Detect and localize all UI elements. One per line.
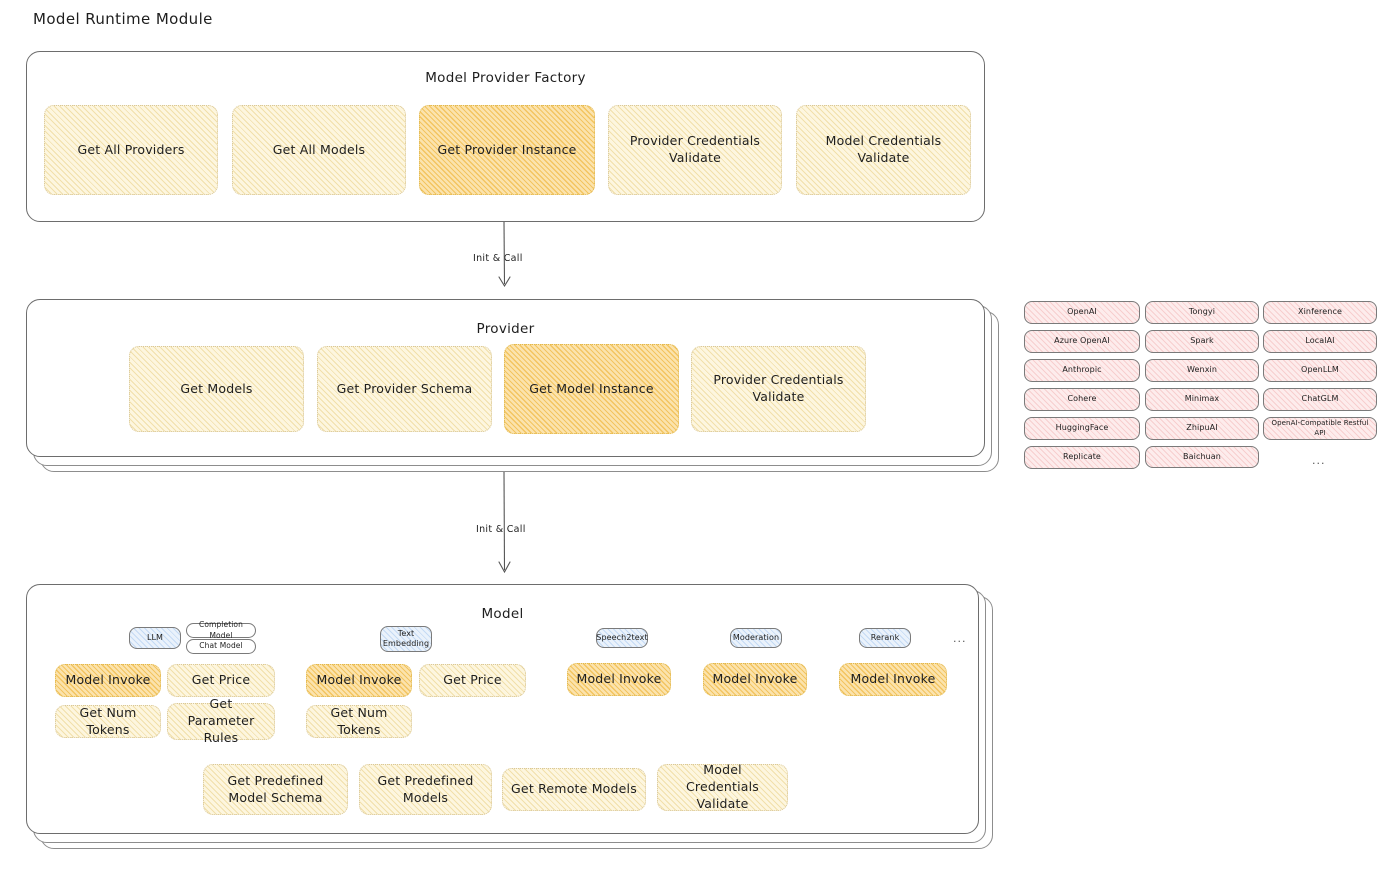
arrow-label-init-and-call-2: Init & Call xyxy=(473,523,529,536)
provider-chip-tongyi[interactable]: Tongyi xyxy=(1145,301,1259,324)
provider-box-get-model-instance[interactable]: Get Model Instance xyxy=(504,344,679,434)
model-box-get-remote-models[interactable]: Get Remote Models xyxy=(502,768,646,811)
provider-chip-openai[interactable]: OpenAI xyxy=(1024,301,1140,324)
provider-chip-spark[interactable]: Spark xyxy=(1145,330,1259,353)
provider-chip-baichuan[interactable]: Baichuan xyxy=(1145,446,1259,468)
page-title: Model Runtime Module xyxy=(33,10,213,28)
model-box-llm-model-invoke[interactable]: Model Invoke xyxy=(55,664,161,697)
model-badge-moderation[interactable]: Moderation xyxy=(730,628,782,648)
model-box-text-embedding-get-num-tokens[interactable]: Get Num Tokens xyxy=(306,705,412,738)
model-box-text-embedding-model-invoke[interactable]: Model Invoke xyxy=(306,664,412,697)
model-box-speech2text-model-invoke[interactable]: Model Invoke xyxy=(567,663,671,696)
provider-chip-replicate[interactable]: Replicate xyxy=(1024,446,1140,469)
provider-box-get-provider-schema[interactable]: Get Provider Schema xyxy=(317,346,492,432)
provider-box-provider-credentials-validate[interactable]: Provider Credentials Validate xyxy=(691,346,866,432)
model-title: Model xyxy=(481,606,524,622)
provider-chip-chatglm[interactable]: ChatGLM xyxy=(1263,388,1377,411)
model-subbadge-completion-model[interactable]: Completion Model xyxy=(186,620,256,640)
model-box-llm-get-num-tokens[interactable]: Get Num Tokens xyxy=(55,705,161,738)
model-badge-speech2text[interactable]: Speech2text xyxy=(596,628,648,648)
model-box-llm-get-parameter-rules[interactable]: Get Parameter Rules xyxy=(167,696,275,745)
factory-box-get-all-providers[interactable]: Get All Providers xyxy=(44,105,218,195)
provider-chip-openllm[interactable]: OpenLLM xyxy=(1263,359,1377,382)
model-box-model-credentials-validate[interactable]: Model Credentials Validate xyxy=(657,762,788,811)
provider-chip-cohere[interactable]: Cohere xyxy=(1024,388,1140,411)
factory-box-get-all-models[interactable]: Get All Models xyxy=(232,105,406,195)
model-provider-factory-title: Model Provider Factory xyxy=(425,70,586,86)
provider-chip-anthropic[interactable]: Anthropic xyxy=(1024,359,1140,382)
provider-chip-zhipuai[interactable]: ZhipuAI xyxy=(1145,417,1259,440)
model-box-get-predefined-model-schema[interactable]: Get Predefined Model Schema xyxy=(203,764,348,815)
provider-box-get-models[interactable]: Get Models xyxy=(129,346,304,432)
provider-chip-localai[interactable]: LocalAI xyxy=(1263,330,1377,353)
model-box-text-embedding-get-price[interactable]: Get Price xyxy=(419,664,526,697)
model-box-get-predefined-models[interactable]: Get Predefined Models xyxy=(359,764,492,815)
factory-box-provider-credentials-validate[interactable]: Provider Credentials Validate xyxy=(608,105,782,195)
provider-chip-minimax[interactable]: Minimax xyxy=(1145,388,1259,411)
arrow-label-init-and-call-1: Init & Call xyxy=(470,252,526,265)
model-box-llm-get-price[interactable]: Get Price xyxy=(167,664,275,697)
provider-chip-openai-compatible-restful-api[interactable]: OpenAI-Compatible Restful API xyxy=(1263,417,1377,440)
provider-chip-azure-openai[interactable]: Azure OpenAI xyxy=(1024,330,1140,353)
provider-chip-xinference[interactable]: Xinference xyxy=(1263,301,1377,324)
model-box-rerank-model-invoke[interactable]: Model Invoke xyxy=(839,663,947,696)
model-subbadge-chat-model[interactable]: Chat Model xyxy=(186,639,256,654)
factory-box-model-credentials-validate[interactable]: Model Credentials Validate xyxy=(796,105,971,195)
provider-chip-wenxin[interactable]: Wenxin xyxy=(1145,359,1259,382)
model-badge-text-embedding[interactable]: Text Embedding xyxy=(380,626,432,652)
model-badge-llm[interactable]: LLM xyxy=(129,627,181,649)
provider-chip-huggingface[interactable]: HuggingFace xyxy=(1024,417,1140,440)
arrow-factory-to-provider xyxy=(498,222,511,288)
factory-box-get-provider-instance[interactable]: Get Provider Instance xyxy=(419,105,595,195)
model-groups-more-ellipsis: ... xyxy=(953,632,967,645)
model-badge-rerank[interactable]: Rerank xyxy=(859,628,911,648)
provider-title: Provider xyxy=(476,321,535,337)
model-box-moderation-model-invoke[interactable]: Model Invoke xyxy=(703,663,807,696)
arrow-provider-to-model xyxy=(498,472,511,574)
provider-list-more-ellipsis: ... xyxy=(1312,454,1326,467)
